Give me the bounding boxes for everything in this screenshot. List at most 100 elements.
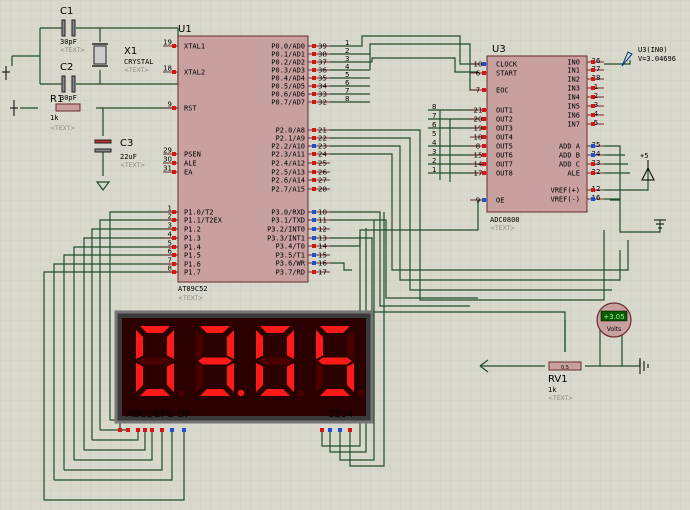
mcu-pin-number: 19 xyxy=(163,39,172,47)
adc-pin-number: 17 xyxy=(474,170,483,178)
mcu-pin-number: 14 xyxy=(318,243,327,251)
segment-d xyxy=(200,389,230,396)
display-dig-label: 1234 xyxy=(328,409,353,420)
power-label: +5 xyxy=(640,152,648,160)
capacitor-c2[interactable]: C2 30pF xyxy=(60,62,77,102)
pin-state-marker xyxy=(172,170,176,174)
adc-pin-number: 27 xyxy=(592,65,601,73)
display-pin-marker xyxy=(338,428,342,432)
c3-ref: C3 xyxy=(120,138,133,149)
seven-segment-display[interactable]: ABCDEFG DP 1234 xyxy=(114,310,374,432)
pin-state-marker xyxy=(482,135,486,139)
display-pin-marker xyxy=(170,428,174,432)
ground-adc xyxy=(654,219,666,229)
pin-state-marker xyxy=(591,171,595,175)
segment-e xyxy=(196,363,203,392)
mcu-pin-name: RST xyxy=(184,105,197,113)
c3-value: 22uF xyxy=(120,153,137,161)
pin-state-marker xyxy=(591,104,595,108)
r1-value: 1k xyxy=(50,114,59,122)
pin-state-marker xyxy=(482,126,486,130)
pin-state-marker xyxy=(312,218,316,222)
adc-pin-number: 18 xyxy=(474,134,483,142)
adc-pin-name: START xyxy=(496,70,518,78)
pin-state-marker xyxy=(312,76,316,80)
power-arrow-icon xyxy=(641,160,655,181)
ground-icon xyxy=(654,219,666,229)
segment-c xyxy=(287,363,294,392)
segment-g xyxy=(258,357,292,365)
mcu-pin-number: 32 xyxy=(318,99,327,107)
adc-pin-name: IN4 xyxy=(567,94,580,102)
mcu-pin-name: P3.1/TXD xyxy=(271,217,305,225)
power-terminal[interactable]: +5 xyxy=(640,152,655,181)
r1-ref: R1 xyxy=(50,94,63,105)
mcu-pin-name: P0.7/AD7 xyxy=(271,99,305,107)
segment-a xyxy=(320,326,350,333)
capacitor-c3[interactable]: C3 22uF <TEXT> xyxy=(94,138,145,191)
segment-dp xyxy=(357,389,365,397)
pin-state-marker xyxy=(312,92,316,96)
display-pin-marker xyxy=(150,428,154,432)
potentiometer-rv1[interactable]: 0.5 RV1 1k <TEXT> xyxy=(479,358,649,402)
mcu-pin-name: P2.3/A11 xyxy=(271,151,305,159)
capacitor-c1[interactable]: C1 30pF <TEXT> xyxy=(60,6,85,54)
pin-state-marker xyxy=(482,71,486,75)
adc-pin-name: ADD C xyxy=(559,161,580,169)
mcu-tag: <TEXT> xyxy=(178,295,203,302)
probe-label: U3(IN0) xyxy=(638,46,668,54)
segment-f xyxy=(316,330,323,359)
rv1-tag: <TEXT> xyxy=(548,395,573,402)
voltmeter[interactable]: +3.05 Volts xyxy=(596,302,632,338)
display-pin-marker xyxy=(320,428,324,432)
mcu-bus-label: 4 xyxy=(345,63,350,71)
segment-b xyxy=(227,330,234,359)
mcu-bus-label: 1 xyxy=(345,39,349,47)
mcu-pin-name: P2.5/A13 xyxy=(271,169,305,177)
pin-state-marker xyxy=(312,253,316,257)
adc-pin-number: 22 xyxy=(592,168,601,176)
adc-pin-number: 4 xyxy=(594,110,599,118)
voltage-probe[interactable]: U3(IN0) V=3.04696 xyxy=(621,46,676,67)
pin-state-marker xyxy=(312,270,316,274)
pin-state-marker xyxy=(312,84,316,88)
mcu-pin-number: 33 xyxy=(318,91,327,99)
mcu-bus-label: 6 xyxy=(345,79,350,87)
adc-pin-number: 16 xyxy=(592,194,601,202)
ground-icon xyxy=(10,100,18,116)
adc-pin-number: 9 xyxy=(476,197,480,205)
mcu-pin-number: 34 xyxy=(318,83,327,91)
c1-tag: <TEXT> xyxy=(60,47,85,54)
adc-pin-number: 23 xyxy=(592,159,601,167)
adc-bus-label: 3 xyxy=(432,148,436,156)
adc-pin-number: 12 xyxy=(592,185,601,193)
mcu-pin-number: 35 xyxy=(318,75,327,83)
adc-pin-number: 21 xyxy=(474,107,483,115)
pin-state-marker xyxy=(591,77,595,81)
pin-state-marker xyxy=(482,117,486,121)
adc-chip[interactable]: U3 ADC0808 <TEXT> CLOCK10START6EOC7OUT12… xyxy=(432,44,604,232)
mcu-pin-number: 12 xyxy=(318,226,327,234)
pin-state-marker xyxy=(312,161,316,165)
mcu-pin-name: XTAL1 xyxy=(184,43,205,51)
digit-3 xyxy=(256,326,305,397)
pin-state-marker xyxy=(312,227,316,231)
pin-state-marker xyxy=(312,178,316,182)
pin-state-marker xyxy=(591,68,595,72)
mcu-pin-number: 39 xyxy=(318,43,327,51)
mcu-pin-name: P0.1/AD1 xyxy=(271,51,305,59)
adc-pin-name: ALE xyxy=(567,170,580,178)
c2-value: 30pF xyxy=(60,94,77,102)
adc-pin-name: OUT6 xyxy=(496,152,513,160)
segment-e xyxy=(256,363,263,392)
mcu-pin-number: 28 xyxy=(318,186,327,194)
adc-pin-number: 15 xyxy=(474,152,483,160)
mcu-pin-name: P1.7 xyxy=(184,269,201,277)
mcu-chip[interactable]: U1 AT89C52 <TEXT> XTAL119XTAL218RST9PSEN… xyxy=(163,24,350,302)
adc-part: ADC0808 xyxy=(490,216,520,224)
resistor-r1[interactable]: R1 1k <TEXT> xyxy=(50,94,81,132)
display-seg-label: ABCDEFG DP xyxy=(126,409,191,420)
pin-state-marker xyxy=(312,68,316,72)
crystal-x1[interactable]: X1 CRYSTAL <TEXT> xyxy=(92,43,154,74)
